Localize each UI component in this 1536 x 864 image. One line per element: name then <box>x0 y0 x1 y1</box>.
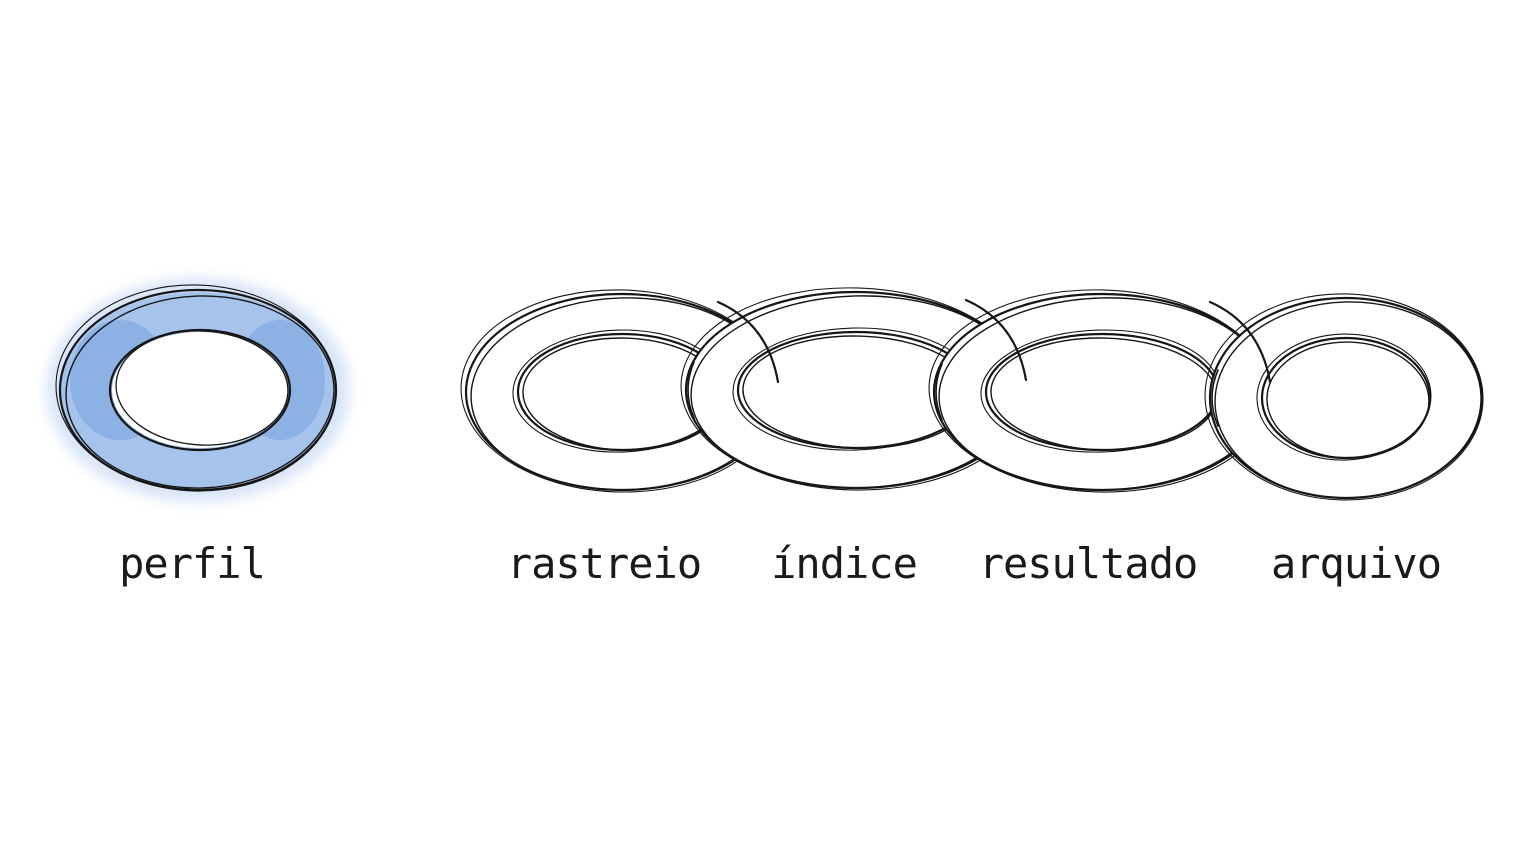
chain-link-2 <box>680 287 1028 491</box>
chain <box>460 287 1484 501</box>
watercolor-wash <box>46 278 350 502</box>
chain-overlap-2 <box>935 298 1028 421</box>
chain-overlap-3 <box>1208 300 1272 427</box>
detached-link-perfil <box>46 278 350 502</box>
label-link-4: arquivo <box>1271 539 1441 588</box>
chain-link-3 <box>928 289 1272 493</box>
ring-perfil-outline <box>55 284 338 492</box>
chain-overlap-1 <box>687 300 780 419</box>
label-link-2: índice <box>771 539 917 588</box>
label-link-1: rastreio <box>507 539 701 588</box>
chain-link-4 <box>1204 293 1484 501</box>
label-link-3: resultado <box>979 539 1198 588</box>
label-perfil: perfil <box>119 539 265 588</box>
